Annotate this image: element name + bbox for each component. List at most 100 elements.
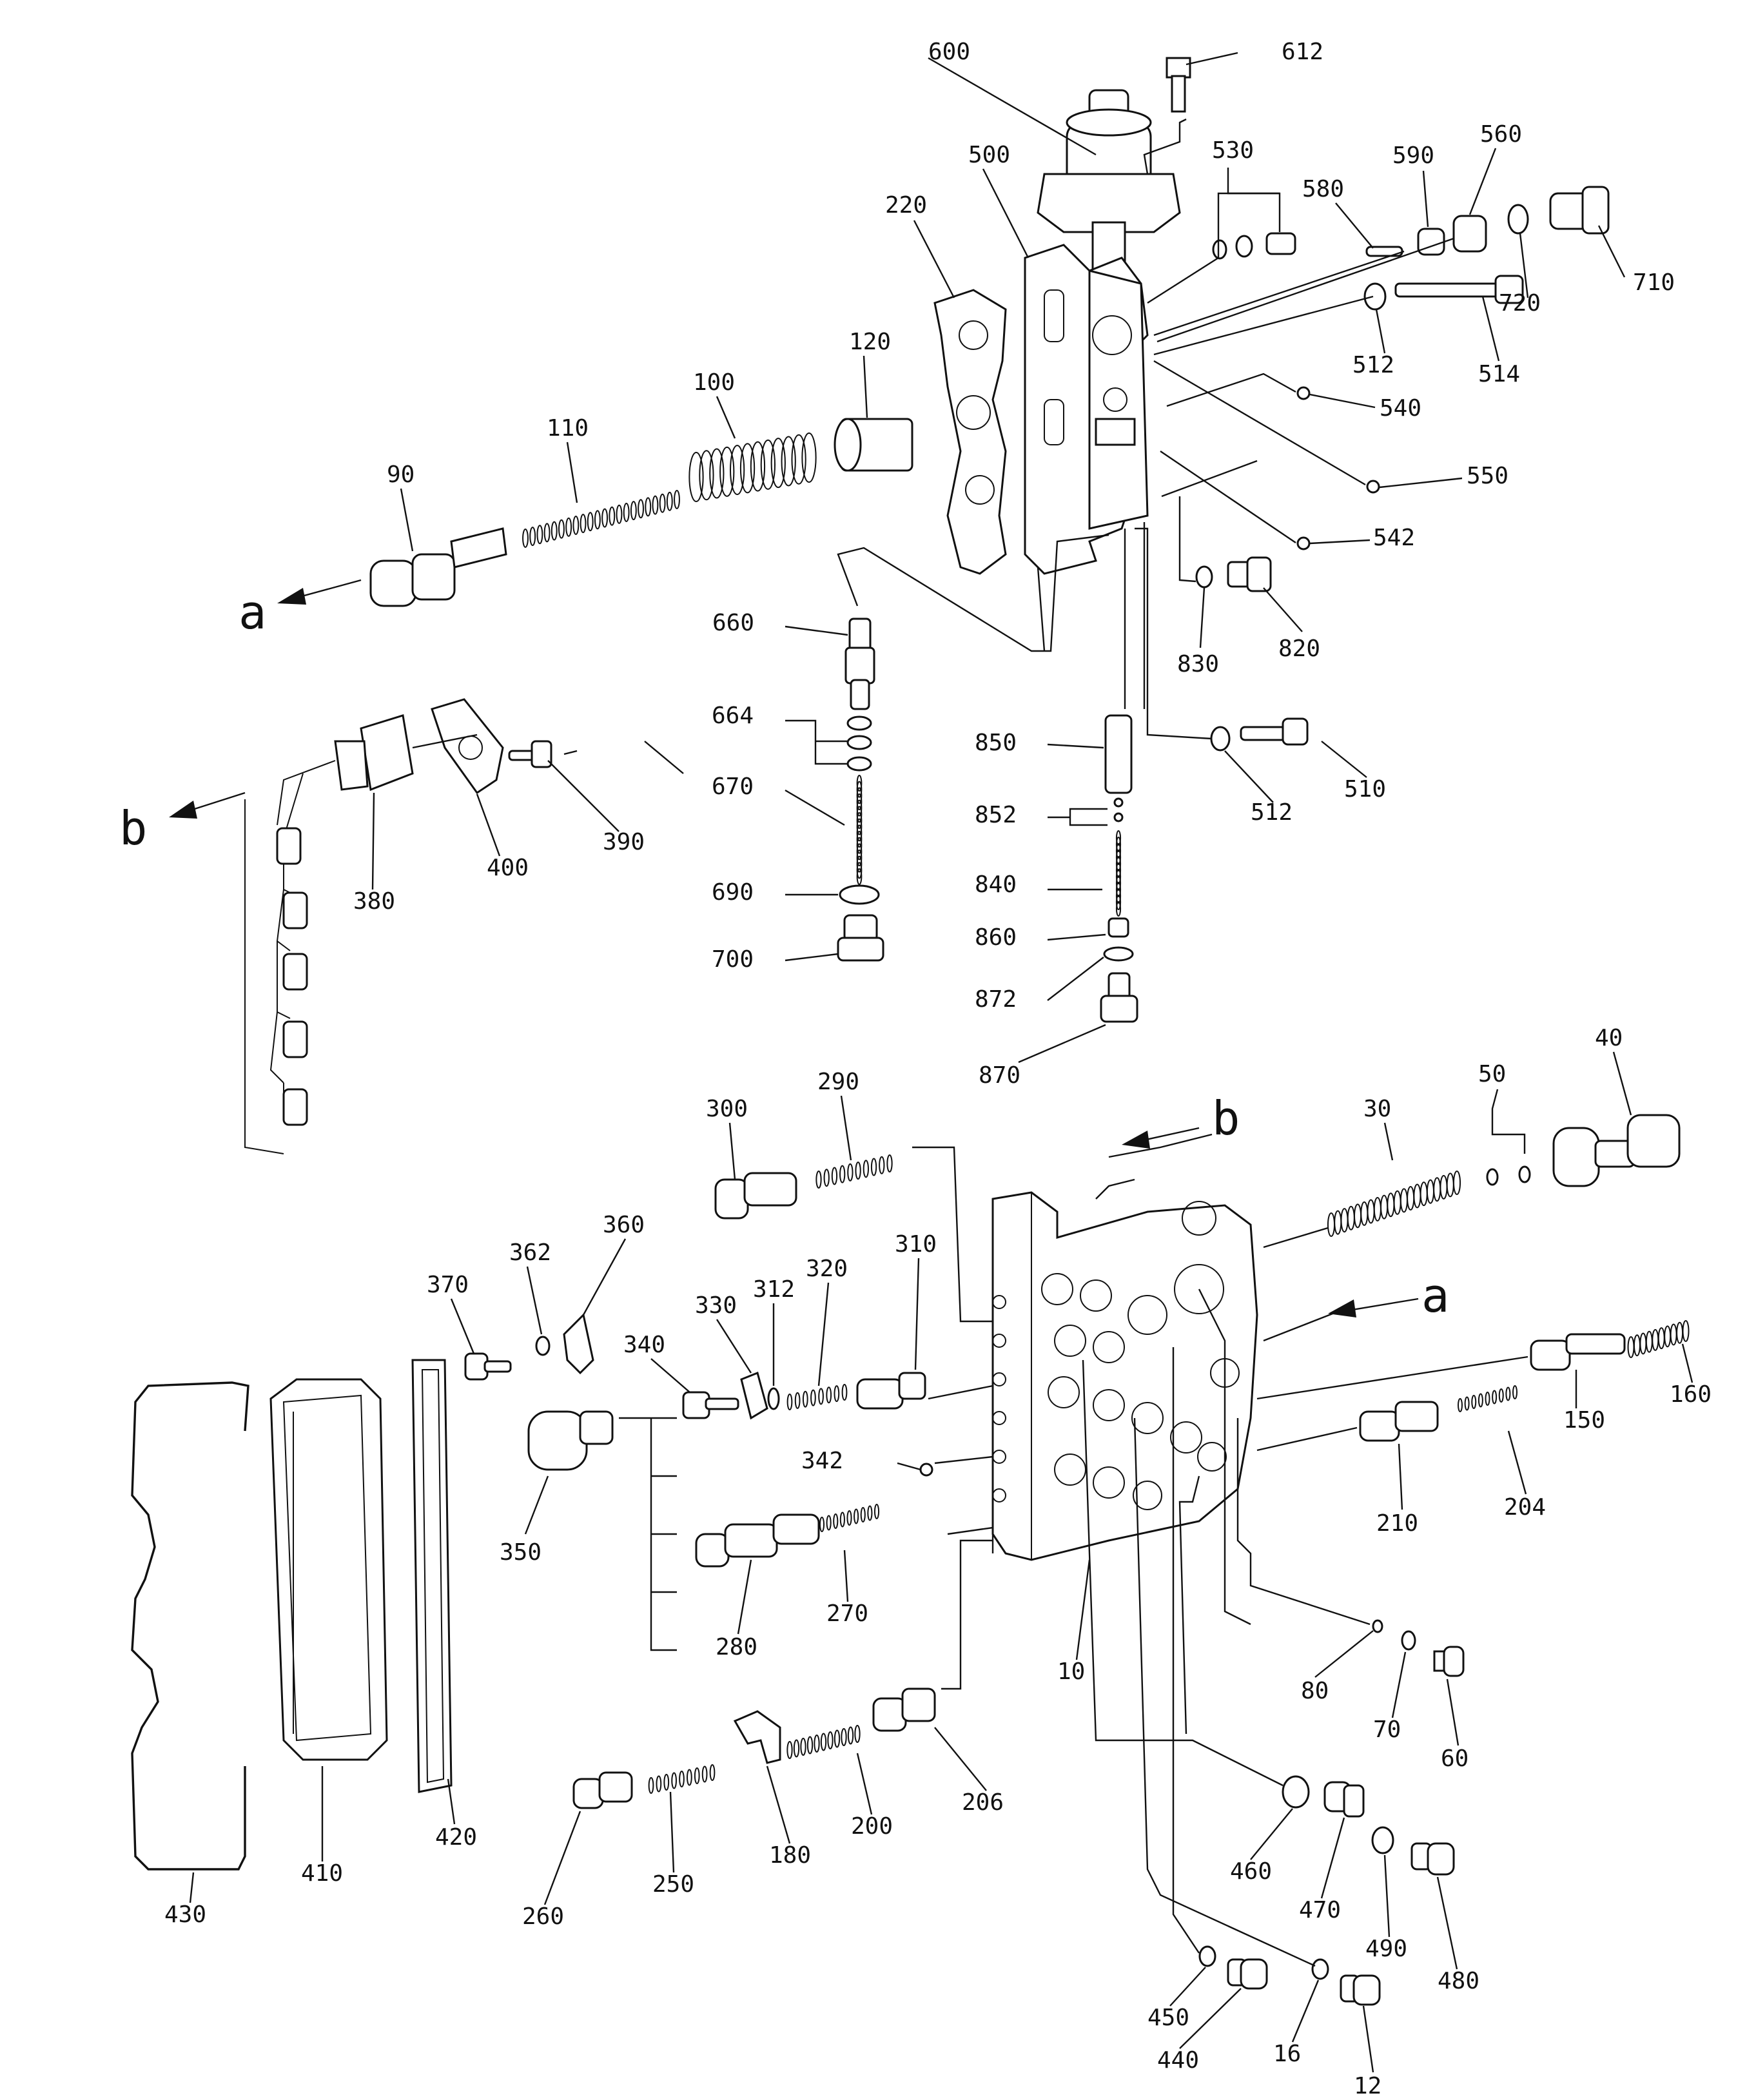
spring-coil <box>529 527 536 547</box>
spring-coil <box>1505 1386 1511 1401</box>
spring-coil <box>1373 1197 1381 1222</box>
label-280: 280 <box>716 1634 757 1660</box>
label-10: 10 <box>1057 1658 1085 1685</box>
spring-coil <box>1420 1181 1428 1207</box>
part-440-plug <box>1227 1958 1268 1990</box>
part-206-spool <box>872 1687 936 1732</box>
spring-coil <box>827 1731 834 1749</box>
spring-coil <box>841 1728 847 1746</box>
label-512: 512 <box>1352 352 1394 378</box>
label-460: 460 <box>1230 1858 1272 1885</box>
part-210-spool <box>1359 1401 1439 1442</box>
spring-coil <box>1627 1336 1635 1358</box>
spring-coil <box>1393 1190 1401 1215</box>
part-60-plug <box>1433 1646 1465 1677</box>
spring-coil <box>1471 1395 1477 1409</box>
part-250-spring <box>648 1764 716 1794</box>
spring-coil <box>786 1394 793 1410</box>
part-360-bracket <box>563 1312 594 1375</box>
spring-coil <box>791 434 806 485</box>
spring-coil <box>1367 1199 1375 1224</box>
spring-coil <box>1492 1390 1498 1405</box>
label-360: 360 <box>603 1212 645 1238</box>
label-340: 340 <box>623 1332 665 1358</box>
spring-coil <box>1360 1201 1369 1226</box>
label-470: 470 <box>1299 1897 1341 1923</box>
part-830-o-ring <box>1195 565 1213 588</box>
spring-coil <box>820 1733 827 1751</box>
assembly-lines <box>412 52 1528 1967</box>
spring-coil <box>565 517 572 537</box>
label-852: 852 <box>975 802 1017 828</box>
label-110: 110 <box>547 415 589 442</box>
letter-b-upper: b <box>119 801 147 855</box>
spring-coil <box>794 1392 801 1409</box>
label-312: 312 <box>753 1276 795 1303</box>
spring-coil <box>616 504 623 524</box>
label-710: 710 <box>1633 269 1675 296</box>
part-362-washer <box>535 1336 551 1356</box>
label-700: 700 <box>712 946 754 973</box>
spring-coil <box>815 1171 822 1189</box>
part-690-o-ring <box>839 884 880 905</box>
spring-coil <box>847 1163 854 1181</box>
part-270-spring <box>819 1504 880 1532</box>
label-540: 540 <box>1380 395 1421 422</box>
part-612-bolt <box>1166 57 1191 113</box>
part-720-o-ring <box>1507 204 1529 235</box>
label-480: 480 <box>1438 1968 1479 1994</box>
spring-coil <box>854 1508 859 1524</box>
label-380: 380 <box>353 888 395 915</box>
spring-coil <box>770 438 786 489</box>
part-500-upper-valve-body <box>1024 244 1149 575</box>
spring-coil <box>630 501 637 521</box>
label-250: 250 <box>652 1871 694 1898</box>
spring-coil <box>659 493 666 513</box>
spring-coil <box>623 503 630 522</box>
part-370-bolt <box>464 1352 512 1381</box>
leader-lines <box>189 148 1693 2073</box>
part-16-o-ring <box>1311 1958 1329 1980</box>
spring-coil <box>1115 895 1122 910</box>
part-510-bolt <box>1240 717 1309 746</box>
spring-coil <box>709 448 725 499</box>
spring-coil <box>760 439 776 490</box>
spring-coil <box>854 1725 861 1743</box>
label-600: 600 <box>928 39 970 65</box>
label-670: 670 <box>712 773 754 800</box>
spring-coil <box>1340 1208 1349 1233</box>
spring-coil <box>543 523 551 543</box>
spring-coil <box>856 799 863 817</box>
label-40: 40 <box>1595 1025 1623 1051</box>
spring-coil <box>819 1517 825 1532</box>
spring-coil <box>856 781 863 798</box>
part-10-main-valve-body <box>991 1191 1258 1561</box>
part-512-washer-top <box>1363 282 1387 311</box>
spring-coil <box>601 508 609 528</box>
label-220: 220 <box>885 192 927 219</box>
spring-coil <box>856 824 863 842</box>
spring-coil <box>1380 1194 1389 1220</box>
spring-coil <box>679 1771 685 1787</box>
label-500: 500 <box>968 142 1010 168</box>
label-660: 660 <box>712 610 754 636</box>
label-840: 840 <box>975 871 1017 898</box>
spring-coil <box>810 1389 816 1406</box>
part-220-gasket <box>933 289 1007 575</box>
part-420-gasket <box>411 1359 453 1793</box>
part-150-spool <box>1530 1333 1626 1371</box>
part-664-washers <box>846 715 872 772</box>
label-200: 200 <box>851 1813 893 1840</box>
spring-coil <box>856 812 863 829</box>
label-90: 90 <box>387 462 415 488</box>
letter-b-lower: b <box>1212 1091 1240 1145</box>
direction-letters: a b b a <box>119 585 1449 1323</box>
spring-coil <box>831 1167 838 1185</box>
label-410: 410 <box>301 1860 343 1887</box>
label-300: 300 <box>706 1096 748 1122</box>
spring-coil <box>1657 1327 1665 1350</box>
spring-coil <box>867 1505 873 1521</box>
spring-coil <box>826 1386 832 1404</box>
spring-coil <box>580 514 587 534</box>
